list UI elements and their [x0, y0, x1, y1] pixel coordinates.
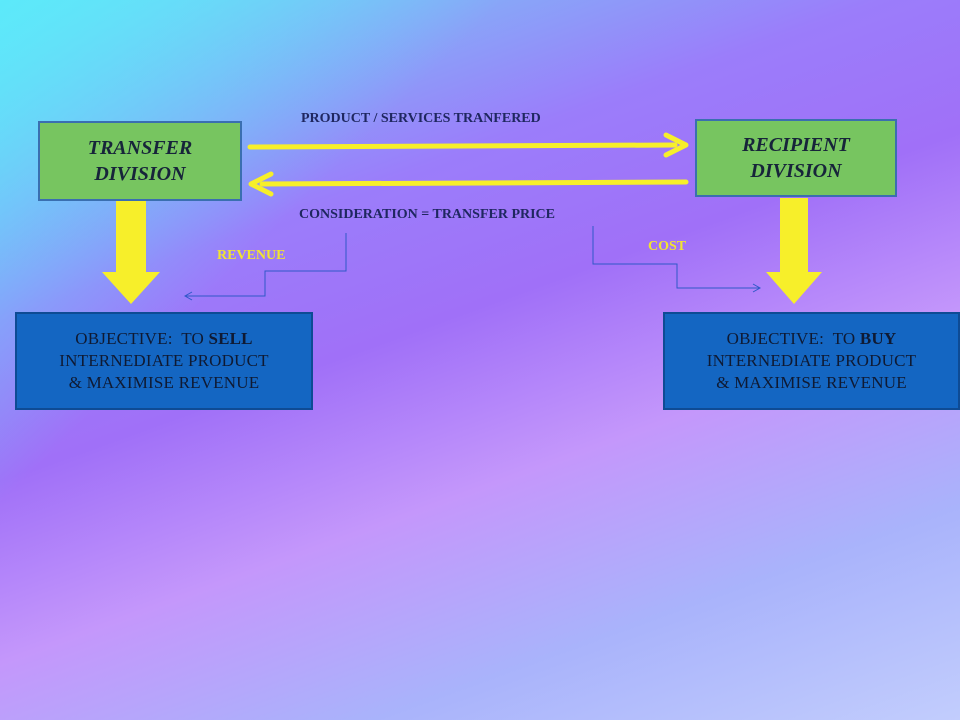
product-flow-label: PRODUCT / SERVICES TRANFERED — [301, 111, 541, 126]
buy-objective-verb: BUY — [859, 329, 897, 349]
sell-objective-prefix: OBJECTIVE: TO — [75, 329, 209, 349]
sell-objective-line1: OBJECTIVE: TO SELL — [59, 328, 268, 350]
revenue-connector — [183, 233, 347, 301]
recipient-division-box: RECIPIENT DIVISION — [695, 119, 897, 197]
recipient-division-line1: RECIPIENT — [742, 134, 850, 156]
sell-objective-line2: INTERNEDIATE PRODUCT — [59, 351, 269, 371]
buy-objective-line1: OBJECTIVE: TO BUY — [707, 328, 916, 350]
cost-connector — [592, 226, 762, 293]
buy-objective-line2: INTERNEDIATE PRODUCT — [706, 351, 917, 371]
transfer-division-line2: DIVISION — [94, 163, 186, 185]
right-down-arrow — [766, 198, 822, 304]
cost-label: COST — [648, 239, 687, 254]
buy-objective-prefix: OBJECTIVE: TO — [726, 329, 860, 349]
sell-objective-verb: SELL — [208, 329, 253, 349]
consideration-flow-arrow — [248, 171, 689, 197]
left-down-arrow — [102, 198, 160, 304]
consideration-label: CONSIDERATION = TRANSFER PRICE — [299, 207, 555, 222]
buy-objective-box: OBJECTIVE: TO BUY INTERNEDIATE PRODUCT &… — [663, 312, 960, 410]
revenue-label: REVENUE — [217, 248, 286, 263]
product-flow-arrow — [247, 132, 689, 158]
buy-objective-line3: & MAXIMISE REVENUE — [716, 372, 907, 392]
recipient-division-line2: DIVISION — [750, 160, 842, 182]
transfer-division-box: TRANSFER DIVISION — [38, 121, 242, 201]
sell-objective-line3: & MAXIMISE REVENUE — [68, 372, 260, 392]
sell-objective-box: OBJECTIVE: TO SELL INTERNEDIATE PRODUCT … — [15, 312, 313, 410]
transfer-division-line1: TRANSFER — [87, 137, 193, 159]
